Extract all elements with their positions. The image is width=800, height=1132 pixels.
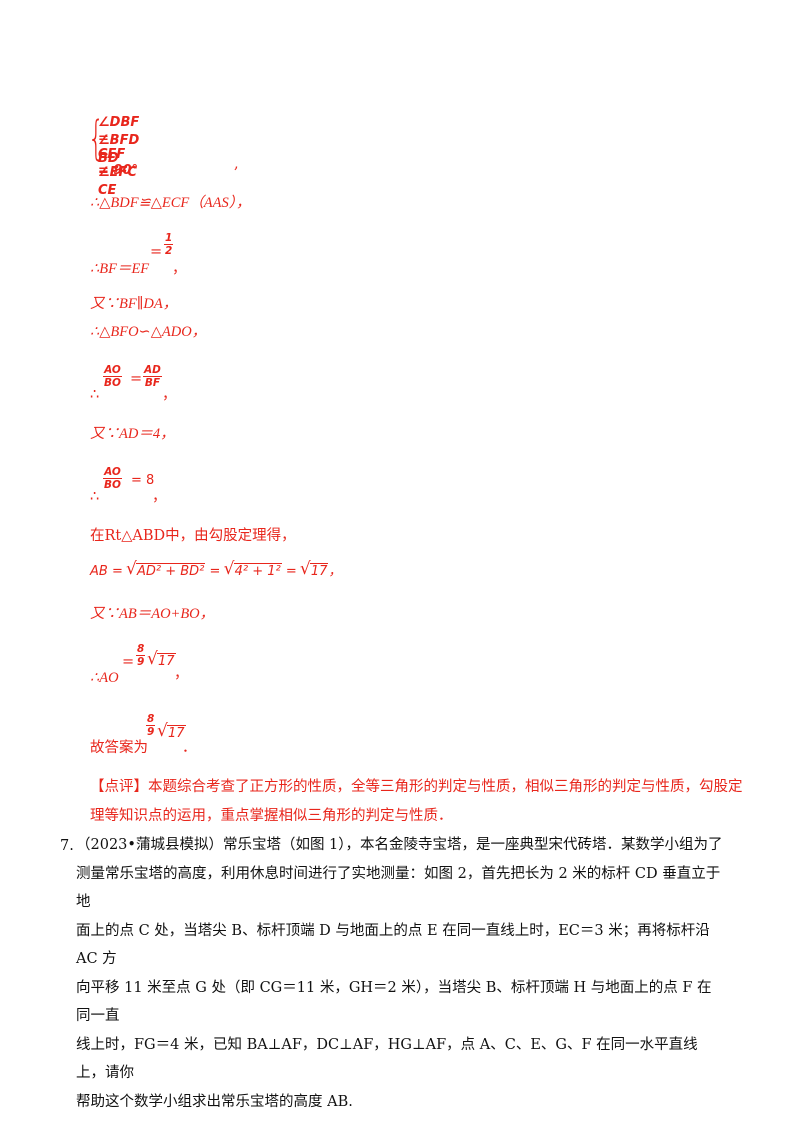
ao-fraction: 8 9 <box>136 643 146 668</box>
pythagoras-radicand-3: 17 <box>309 563 329 579</box>
similar-line: ∴△BFO∽△ADO， <box>90 324 207 340</box>
fraction-bar <box>143 376 162 377</box>
pythagoras-radicand-2: 4² + 1² <box>233 563 282 579</box>
sqrt-symbol: 17 <box>157 721 186 744</box>
question-line-3: 面上的点 C 处，当塔尖 B、标杆顶端 D 与地面上的点 E 在同一直线上时，E… <box>76 922 710 968</box>
ratio-tail: ， <box>162 387 177 403</box>
answer-tail: ． <box>182 740 197 756</box>
sqrt-symbol: 4² + 1² <box>224 559 282 582</box>
ao-radicand: 17 <box>157 653 176 669</box>
pythagoras-lhs: AB = <box>90 564 123 579</box>
sqrt-symbol: 17 <box>300 559 329 582</box>
ratio2-den: BF <box>144 377 161 389</box>
answer-radicand: 17 <box>167 725 186 741</box>
system-row-3: BD = CE <box>98 151 119 198</box>
ao-eq: = <box>122 654 135 670</box>
system-row-2: ∠BFD = ∠EFC <box>98 133 140 180</box>
ao-bo-therefore: ∴ <box>90 489 100 505</box>
pythagoras-intro: 在Rt△ABD中，由勾股定理得， <box>90 528 296 544</box>
system-row-1: ∠DBF = CEF = 90° <box>98 115 140 178</box>
question-line-2: 测量常乐宝塔的高度，利用休息时间进行了实地测量：如图 2，首先把长为 2 米的标… <box>76 865 721 911</box>
question-line-5: 线上时，FG＝4 米，已知 BA⊥AF，DC⊥AF，HG⊥AF，点 A、C、E、… <box>76 1036 698 1082</box>
left-brace: { <box>88 111 105 165</box>
comment-line-1: 【点评】本题综合考查了正方形的性质，全等三角形的判定与性质，相似三角形的判定与性… <box>90 779 743 795</box>
pythagoras-tail: ， <box>328 564 342 579</box>
pythagoras-eq: = <box>209 564 221 579</box>
ao-bo-den: BO <box>104 479 121 491</box>
bf-lhs: ∴BF＝EF <box>90 261 150 277</box>
ao-num: 8 <box>137 643 145 655</box>
answer-sqrt: 17 <box>157 721 186 744</box>
bf-eq: = <box>150 244 163 260</box>
fraction-bar <box>146 725 156 726</box>
answer-num: 8 <box>147 713 155 725</box>
ad-value-line: 又∵AD＝4， <box>90 426 175 442</box>
bf-den: 2 <box>165 245 173 257</box>
ao-bo-tail: ， <box>152 489 167 505</box>
bf-num: 1 <box>165 232 173 244</box>
congruence-line: ∴△BDF≌△ECF（AAS）， <box>90 195 251 211</box>
ratio1-fraction: AO BO <box>103 364 122 389</box>
ratio2-num: AD <box>144 364 161 376</box>
question-line-4: 向平移 11 米至点 G 处（即 CG＝11 米，GH＝2 米），当塔尖 B、标… <box>76 979 712 1025</box>
answer-label: 故答案为 <box>90 740 148 756</box>
question-line-6: 帮助这个数学小组求出常乐宝塔的高度 AB. <box>76 1093 353 1110</box>
ao-bo-fraction: AO BO <box>103 466 122 491</box>
ratio2-fraction: AD BF <box>143 364 162 389</box>
sqrt-symbol: AD² + BD² <box>126 559 206 582</box>
pythagoras-radicand-1: AD² + BD² <box>135 563 206 579</box>
comment-line-2: 理等知识点的运用，重点掌握相似三角形的判定与性质． <box>90 808 453 824</box>
fraction-bar <box>164 244 174 245</box>
pythagoras-eq-2: = <box>285 564 297 579</box>
bf-fraction: 1 2 <box>164 232 174 257</box>
answer-den: 9 <box>147 726 155 738</box>
ao-bo-value: = 8 <box>131 473 155 488</box>
ratio1-den: BO <box>104 377 121 389</box>
ratio-eq: = <box>130 371 143 387</box>
fraction-bar <box>136 655 146 656</box>
ab-sum-line: 又∵AB＝AO+BO， <box>90 606 215 622</box>
fraction-bar <box>103 376 122 377</box>
ao-sqrt: 17 <box>147 649 176 672</box>
ao-tail: ， <box>174 666 189 682</box>
bf-tail: ， <box>172 261 187 277</box>
question-line-1: （2023•蒲城县模拟）常乐宝塔（如图 1），本名金陵寺宝塔，是一座典型宋代砖塔… <box>76 837 723 853</box>
ratio-therefore: ∴ <box>90 387 100 403</box>
ao-bo-num: AO <box>104 466 121 478</box>
pythagoras-equation: AB = AD² + BD² = 4² + 1² = 17， <box>90 559 342 582</box>
system-tail: , <box>234 156 239 172</box>
sqrt-symbol: 17 <box>147 649 176 672</box>
question-number: 7. <box>60 838 74 854</box>
ao-lhs: ∴AO <box>90 670 119 686</box>
fraction-bar <box>103 478 122 479</box>
question-text: （2023•蒲城县模拟）常乐宝塔（如图 1），本名金陵寺宝塔，是一座典型宋代砖塔… <box>76 831 726 1116</box>
answer-fraction: 8 9 <box>146 713 156 738</box>
ao-den: 9 <box>137 656 145 668</box>
parallel-line: 又∵BF∥DA， <box>90 296 178 312</box>
ratio1-num: AO <box>104 364 121 376</box>
